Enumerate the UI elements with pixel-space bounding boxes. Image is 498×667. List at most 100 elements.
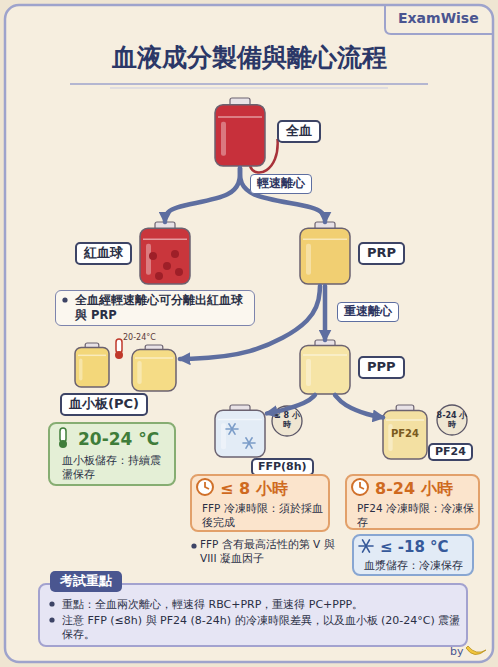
page-frame: [5, 5, 493, 662]
bag-label: PF24: [428, 443, 473, 461]
bag-label: PRP: [358, 242, 405, 265]
time-limit: ≤ 8 小時: [220, 479, 288, 500]
thermometer-bulb: [115, 351, 123, 359]
flow-arrow: [323, 286, 328, 340]
bag-body: [140, 228, 190, 284]
time-limit-box: ≤ 8 小時FFP 冷凍時限：須於採血後完成: [190, 474, 330, 532]
blood-bag: [75, 343, 109, 387]
bag-highlight: [137, 361, 141, 384]
bullet: [191, 543, 196, 548]
time-limit-text: FFP 冷凍時限：須於採血後完成: [202, 502, 326, 529]
bullet-text: 注意 FFP (≤8h) 與 PF24 (8-24h) 的冷凍時限差異，以及血小…: [62, 614, 462, 643]
blood-bag: [140, 222, 190, 284]
bag-label: PPP: [358, 356, 405, 379]
bag-level: [135, 357, 173, 359]
red-cell: [175, 268, 183, 276]
bag-highlight: [306, 244, 311, 275]
bag-level: [218, 116, 262, 118]
bag-level: [386, 419, 424, 421]
bag-level: [78, 355, 106, 357]
bag-highlight: [221, 122, 226, 156]
whole-blood-bag: 全血: [215, 98, 330, 168]
box-heading: 考試重點: [50, 571, 122, 592]
title-rule: [110, 88, 388, 89]
platelet-bags: 血小板(PC): [60, 335, 180, 415]
edge-label: 輕速離心: [250, 174, 312, 194]
snowflake-arm: [246, 438, 252, 448]
time-stamp: [437, 405, 467, 435]
snowflake-arm: [363, 540, 370, 552]
title-rule: [70, 83, 428, 85]
blood-bag: [300, 222, 350, 284]
time-limit-box: 8-24 小時PF24 冷凍時限：冷凍保存: [345, 474, 480, 530]
note-text: FFP 含有最高活性的第 V 與 VIII 凝血因子: [200, 538, 345, 565]
snowflake-icon: [243, 438, 255, 448]
stamp-text: ≤ 8 小時: [273, 411, 301, 429]
thermometer-icon: [59, 428, 67, 448]
snowflake-arm: [246, 438, 252, 448]
snowflake-icon: [359, 540, 373, 552]
time-limit: 8-24 小時: [375, 479, 453, 500]
bag-label: 紅血球: [75, 242, 132, 265]
time-stamp: [272, 406, 302, 436]
stamp-text: 8-24 小時: [436, 411, 468, 429]
bag-highlight: [146, 244, 151, 275]
red-cell: [163, 262, 171, 270]
bag-body: [383, 410, 427, 459]
thermometer-tube: [116, 339, 122, 353]
banana-logo: [466, 646, 486, 655]
edge-label: 重速離心: [337, 302, 399, 322]
blood-bag: [132, 345, 176, 391]
temperature: 20-24 °C: [78, 428, 159, 450]
snowflake-arm: [229, 424, 235, 434]
flow-arrow: [180, 286, 320, 359]
bullet: [49, 601, 54, 606]
red-cell: [171, 250, 179, 258]
ppp-bag: PPP: [300, 340, 400, 395]
storage-box: 20-24 °C 血小板儲存：持續震盪保存: [48, 422, 176, 486]
bag-highlight: [306, 359, 311, 386]
bag-level: [143, 239, 187, 241]
bullet: [49, 617, 54, 622]
bag-level: [218, 419, 262, 421]
flow-arrow: [335, 395, 383, 417]
thermometer-icon: [115, 339, 123, 359]
clock-face: [352, 479, 368, 495]
storage-text: 血小板儲存：持續震盪保存: [62, 454, 170, 481]
clock-hands: [360, 482, 364, 489]
snowflake-arm: [229, 424, 235, 434]
temperature-tag: 20-24°C: [123, 333, 156, 343]
blood-bag: [383, 405, 427, 459]
clock-hands: [205, 482, 209, 489]
bag-print: PF24: [383, 428, 427, 440]
snowflake-icon: [226, 424, 238, 434]
thermometer-tube: [60, 428, 66, 442]
brand-tab: [385, 5, 493, 34]
plasma-storage-box: ≤ -18 °C血漿儲存：冷凍保存: [352, 534, 474, 576]
bag-body: [300, 345, 350, 394]
storage-text: 血漿儲存：冷凍保存: [364, 559, 472, 573]
flow-arrow: [240, 168, 325, 222]
brand-name: ExamWise: [398, 9, 479, 27]
bag-level: [303, 239, 347, 241]
bag-label: 全血: [277, 120, 321, 143]
note-box: 全血經輕速離心可分離出紅血球與 PRP: [55, 290, 255, 326]
blood-bag: [215, 98, 278, 173]
blood-bag: [300, 340, 350, 394]
clock-icon: [352, 479, 368, 495]
bag-body: [215, 105, 265, 166]
flow-arrow: [165, 168, 240, 222]
clock-icon: [197, 479, 213, 495]
snowflake-arm: [363, 540, 370, 552]
red-cell: [149, 252, 157, 260]
bullet-text: 重點：全血兩次離心，輕速得 RBC+PRP，重速得 PC+PPP。: [62, 598, 462, 612]
red-cell: [155, 272, 163, 280]
flow-arrow: [267, 395, 315, 413]
title: 血液成分製備與離心流程: [0, 42, 498, 75]
bag-level: [303, 354, 347, 356]
bag-highlight: [79, 358, 82, 380]
bag-body: [215, 410, 265, 457]
thermometer-bulb: [59, 440, 67, 448]
prp-bag: PRP: [300, 222, 400, 286]
